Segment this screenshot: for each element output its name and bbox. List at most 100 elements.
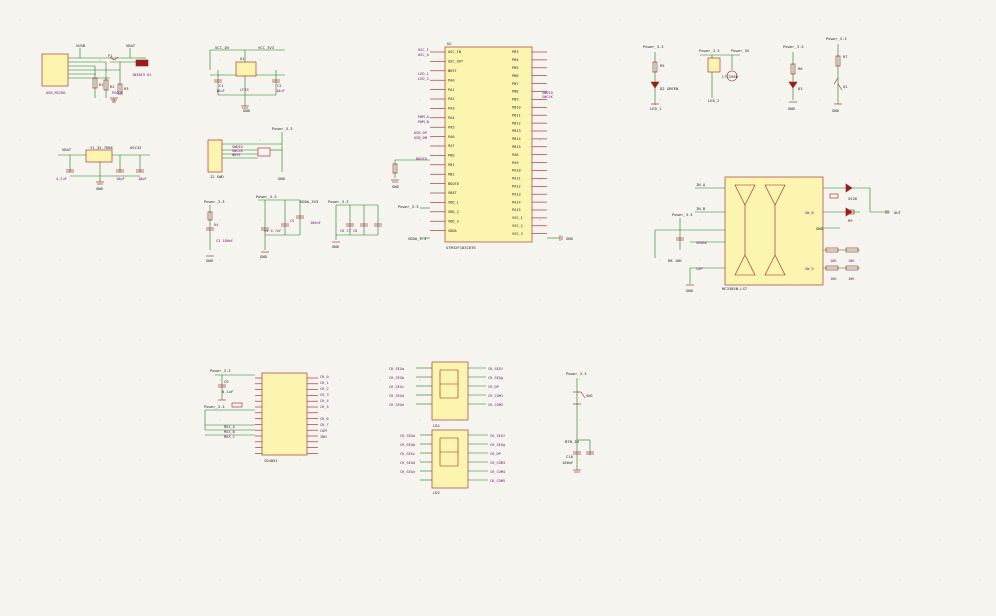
svg-text:SW_B: SW_B [805,211,814,215]
svg-text:Power_3.3: Power_3.3 [256,194,277,199]
svg-text:SWCLK: SWCLK [232,149,244,153]
svg-text:SW1: SW1 [586,393,594,398]
svg-text:CH_SEGd: CH_SEGd [400,461,415,465]
svg-text:C4 4.7uF: C4 4.7uF [264,229,281,233]
svg-text:D3: D3 [798,86,803,91]
mcu-pin-left: VBAT [448,191,457,195]
svg-text:LTC2950: LTC2950 [722,74,739,79]
svg-text:CH_SEGc: CH_SEGc [389,385,404,389]
svg-text:CH_2: CH_2 [320,387,329,391]
svg-text:LD2: LD2 [433,490,440,495]
svg-text:CH_SEGa: CH_SEGa [389,367,404,371]
usb-block: VUSB VBAT F1 R1 R2 R3 USB_MICRO 1N5819 D… [41,43,151,103]
mcu-pin-left: VDDA [448,229,457,233]
svg-text:GND: GND [686,288,694,293]
svg-text:R7: R7 [843,54,848,59]
svg-text:10pF: 10pF [116,177,125,181]
mcu-pin-left: PA1 [448,88,455,92]
mcu-pin-right: VSS_3 [512,232,523,236]
svg-text:Power_3.3: Power_3.3 [672,212,693,217]
mcu-pin-right: PB7 [512,82,519,86]
usb-connector-body [41,53,69,87]
mcu-pin-left: PA0 [448,78,455,82]
svg-text:10K: 10K [830,277,837,281]
mcu-pin-right: PB11 [512,113,521,117]
svg-text:CH_SEGa: CH_SEGa [400,434,415,438]
svg-text:100nF: 100nF [562,460,574,465]
mcu-pin-left: NRST [448,69,457,73]
svg-text:1N5819 D1: 1N5819 D1 [132,73,151,77]
mcu-pin-right: PB13 [512,129,521,133]
svg-text:C1: C1 [219,83,224,88]
svg-text:PWM_A: PWM_A [418,115,430,119]
svg-text:LF33: LF33 [240,88,249,92]
display-block: LD1 LD2 CH_SEGa CH_SEGb CH_SEGc CH_SEGd … [389,361,505,495]
svg-text:BTN_IN: BTN_IN [565,439,579,444]
svg-text:VBAT: VBAT [126,43,136,48]
svg-text:GND: GND [832,108,840,113]
svg-text:4.7uF: 4.7uF [56,177,67,181]
mcu-pin-left: VDD_2 [448,210,459,214]
mcu-pin-right: VSS_1 [512,216,523,220]
svg-text:PGOOD: PGOOD [112,91,123,95]
svg-text:Power_3.3: Power_3.3 [826,36,847,41]
mcu-pin-left: PB0 [448,154,455,158]
mcu-pin-left: VDD_3 [448,219,459,223]
svg-text:SENSE: SENSE [696,241,707,245]
mcu-pin-right: PA12 [512,185,521,189]
mcu-pin-left: OSC_IN [448,50,461,54]
svg-text:CH_SEGb: CH_SEGb [400,443,415,447]
svg-text:CH_SEGc: CH_SEGc [400,452,415,456]
svg-text:CD4051: CD4051 [264,458,278,463]
svg-text:CH_SEGb: CH_SEGb [389,376,404,380]
svg-text:VCC_IN: VCC_IN [215,45,229,50]
svg-text:CH_SEGf: CH_SEGf [488,367,503,371]
mcu-pin-right: PB14 [512,137,521,141]
svg-text:MC3385N-LST: MC3385N-LST [722,286,748,291]
decoupling-block: Power_3.3 Power_3.3 VDDA_3V3 Power_3.3 G… [204,194,382,263]
svg-text:CH_6: CH_6 [320,417,329,421]
svg-text:Power_3.3: Power_3.3 [783,44,804,49]
svg-text:0.1uF: 0.1uF [222,389,234,394]
svg-text:OSC32: OSC32 [130,145,141,150]
svg-text:Power_3.3: Power_3.3 [328,199,349,204]
svg-text:R2: R2 [110,84,115,89]
svg-text:USB_MICRO: USB_MICRO [46,91,65,95]
svg-text:USB_DM: USB_DM [414,136,428,140]
mcu-pin-left: PA6 [448,135,455,139]
svg-text:R8 10K: R8 10K [668,258,682,263]
svg-text:C2: C2 [277,83,282,88]
svg-text:C6 C7 C8: C6 C7 C8 [340,229,357,233]
swd-block: SWDIO SWCLK NRST Power_3.3 J2 SWD GND [207,126,293,181]
mcu-pin-right: PA11 [512,177,521,181]
svg-text:Power_3.3: Power_3.3 [398,204,419,209]
svg-text:COM: COM [320,429,327,433]
svg-text:GND: GND [260,254,268,259]
svg-text:CH_DP: CH_DP [488,385,499,389]
svg-text:CAP: CAP [696,267,703,271]
svg-text:GND: GND [96,186,104,191]
mcu-pin-right: PB4 [512,58,519,62]
mcu-pin-left: PA7 [448,144,455,148]
svg-text:C10: C10 [566,454,574,459]
svg-text:J2 SWD: J2 SWD [210,174,224,179]
svg-text:Power_3.3: Power_3.3 [699,48,720,53]
mcu-pin-left: PB2 [448,172,455,176]
svg-text:10pF: 10pF [138,177,147,181]
mcu-pin-right: PA8 [512,153,519,157]
svg-text:GND: GND [788,106,796,111]
driver-block: IN_A IN_B Power_3.3 R8 10K MC3385N-LST S… [654,176,902,293]
svg-text:CH_SEGg: CH_SEGg [488,376,503,380]
mcu-pin-right: VSS_2 [512,224,523,228]
mcu-pin-left: OSC_OUT [448,60,464,64]
mcu-pin-left: VDD_1 [448,201,459,205]
mcu-pin-right: PA15 [512,208,521,212]
mcu-pin-right: PA9 [512,161,519,165]
svg-text:CH_0: CH_0 [320,375,329,379]
svg-text:SW_D: SW_D [805,267,814,271]
svg-text:CH_COM2: CH_COM2 [488,403,503,407]
svg-text:BOOT0: BOOT0 [416,157,427,161]
svg-text:F1: F1 [108,53,113,58]
svg-text:Power_3.3: Power_3.3 [566,371,587,376]
svg-text:Y1 32.768K: Y1 32.768K [90,145,114,150]
